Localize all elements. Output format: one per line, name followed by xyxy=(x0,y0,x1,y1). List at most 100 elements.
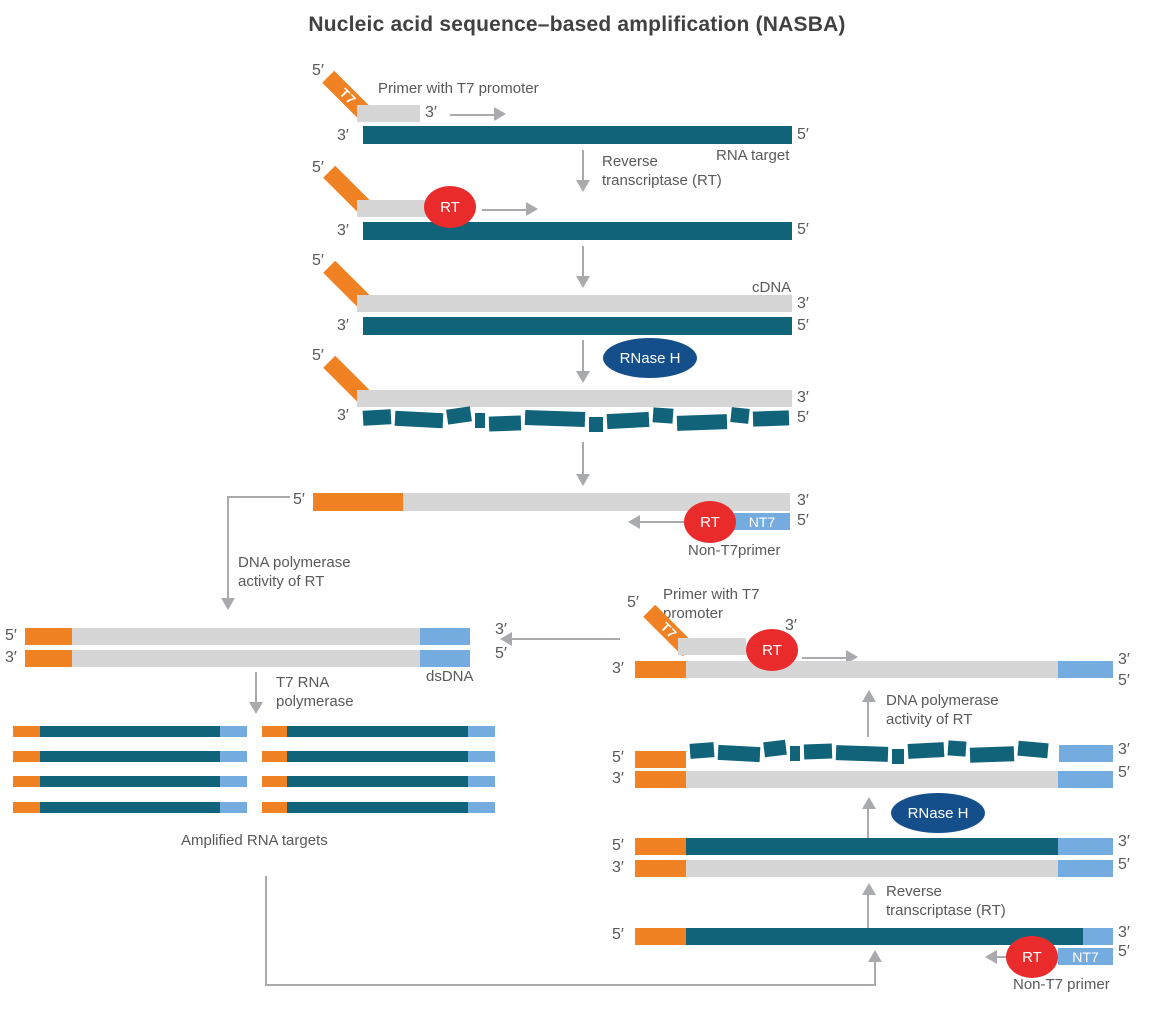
rnase-h-enzyme-badge: RNase H xyxy=(891,793,985,833)
strand-segment xyxy=(262,751,287,762)
strand-segment xyxy=(13,802,40,813)
strand-segment xyxy=(262,802,287,813)
connector-line xyxy=(265,984,876,986)
amplified-rna-strand xyxy=(262,776,495,787)
strand-segment xyxy=(686,661,1058,678)
arrowhead-up-icon xyxy=(862,690,876,702)
annotation-non-t7-primer: Non-T7primer xyxy=(688,542,781,559)
extension-arrow-line xyxy=(482,209,527,211)
strand-segment xyxy=(420,628,470,645)
arrowhead-up-icon xyxy=(862,797,876,809)
step-arrow-line xyxy=(867,808,869,845)
dsdna-bottom-strand xyxy=(25,650,470,667)
strand-segment xyxy=(40,802,220,813)
end-label-3prime: 3′ xyxy=(612,660,624,677)
strand-segment xyxy=(635,928,686,945)
connector-line xyxy=(227,496,229,599)
template-strand xyxy=(635,771,1113,788)
arrowhead-right-icon xyxy=(526,202,538,216)
amplified-rna-strand xyxy=(262,802,495,813)
strand-segment xyxy=(72,628,420,645)
cdna-strand xyxy=(357,295,792,312)
rna-target-strand xyxy=(363,222,792,240)
end-label-3prime: 3′ xyxy=(337,317,349,334)
end-label-3prime: 3′ xyxy=(797,389,809,406)
arrowhead-down-icon xyxy=(576,276,590,288)
rt-enzyme-badge: RT xyxy=(424,186,476,228)
amplified-rna-strand xyxy=(13,751,247,762)
amplified-rna-strand xyxy=(13,802,247,813)
strand-segment xyxy=(25,650,72,667)
end-label-3prime: 3′ xyxy=(425,104,437,121)
rna-strand xyxy=(635,838,1113,855)
strand-segment xyxy=(686,860,1058,877)
rt-label: RT xyxy=(700,513,720,531)
end-label-5prime: 5′ xyxy=(5,627,17,644)
strand-segment xyxy=(40,726,220,737)
rna-target-strand xyxy=(363,317,792,335)
end-label-3prime: 3′ xyxy=(797,295,809,312)
strand-segment xyxy=(287,726,468,737)
annotation-dsdna: dsDNA xyxy=(426,668,474,685)
end-label-3prime: 3′ xyxy=(337,127,349,144)
rt-enzyme-badge: RT xyxy=(684,501,736,543)
strand-blue-stub xyxy=(1059,745,1113,762)
end-label-5prime: 5′ xyxy=(612,837,624,854)
strand-segment xyxy=(468,751,495,762)
strand-segment xyxy=(1058,860,1113,877)
arrowhead-right-icon xyxy=(846,650,858,664)
end-label-5prime: 5′ xyxy=(627,594,639,611)
step-arrow-line xyxy=(867,701,869,737)
arrowhead-left-icon xyxy=(985,950,997,964)
strand-segment xyxy=(262,776,287,787)
strand-segment xyxy=(287,802,468,813)
cdna-strand xyxy=(357,390,792,407)
end-label-3prime: 3′ xyxy=(5,649,17,666)
end-label-3prime: 3′ xyxy=(1118,651,1130,668)
annotation-t7-rna-polymerase: T7 RNA polymerase xyxy=(276,674,354,711)
rt-label: RT xyxy=(762,641,782,659)
strand-segment xyxy=(25,628,72,645)
extension-arrow-line xyxy=(450,114,496,116)
end-label-5prime: 5′ xyxy=(312,347,324,364)
strand-segment xyxy=(1058,771,1113,788)
strand-segment xyxy=(262,726,287,737)
strand-segment xyxy=(357,390,792,407)
end-label-3prime: 3′ xyxy=(337,407,349,424)
step-arrow-line xyxy=(582,442,584,475)
strand-segment xyxy=(287,751,468,762)
rnase-h-enzyme-badge: RNase H xyxy=(603,338,697,378)
strand-segment xyxy=(635,771,686,788)
strand-segment xyxy=(287,776,468,787)
end-label-5prime: 5′ xyxy=(797,317,809,334)
end-label-5prime: 5′ xyxy=(312,252,324,269)
step-arrow-line xyxy=(582,340,584,372)
strand-segment xyxy=(403,493,790,511)
strand-segment xyxy=(420,650,470,667)
nt7-label: NT7 xyxy=(1072,948,1099,965)
amplified-rna-strand xyxy=(13,726,247,737)
rna-strand xyxy=(635,928,1113,945)
strand-segment xyxy=(313,493,403,511)
rnase-h-label: RNase H xyxy=(619,349,681,367)
end-label-5prime: 5′ xyxy=(612,749,624,766)
rt-label: RT xyxy=(440,198,460,216)
rt-enzyme-badge: RT xyxy=(746,629,798,671)
strand-segment xyxy=(635,751,686,768)
strand-segment xyxy=(468,776,495,787)
annotation-amplified-rna-targets: Amplified RNA targets xyxy=(181,832,328,849)
arrowhead-left-icon xyxy=(628,515,640,529)
rnase-h-label: RNase H xyxy=(907,804,969,822)
strand-segment xyxy=(1059,745,1113,762)
end-label-3prime: 3′ xyxy=(337,222,349,239)
arrowhead-down-icon xyxy=(576,474,590,486)
template-strand xyxy=(635,661,1113,678)
extension-arrow-line xyxy=(802,657,848,659)
annotation-primer-with-t7: Primer with T7 promoter xyxy=(663,586,760,623)
arrowhead-right-icon xyxy=(494,107,506,121)
arrowhead-down-icon xyxy=(221,598,235,610)
annotation-cdna: cDNA xyxy=(752,279,792,296)
end-label-5prime: 5′ xyxy=(293,491,305,508)
strand-segment xyxy=(1083,928,1113,945)
